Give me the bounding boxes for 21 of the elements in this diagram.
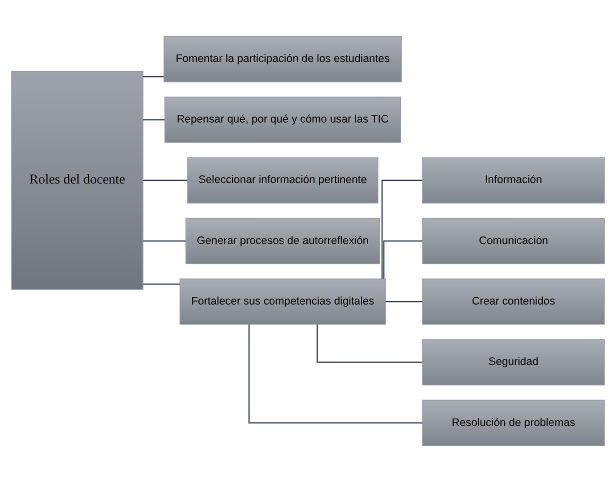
connector (143, 118, 165, 120)
connector (143, 179, 188, 180)
connector (143, 240, 186, 242)
connector (143, 75, 164, 77)
connector (386, 300, 422, 302)
node-box: Roles del docente (11, 70, 144, 290)
node-box: Crear contenidos (422, 278, 605, 324)
connector (381, 179, 422, 278)
node-box: Repensar qué, por qué y cómo usar las TIC (164, 96, 402, 142)
connector (383, 240, 422, 278)
connector (248, 324, 422, 424)
node-box: Resolución de problemas (422, 399, 605, 446)
node-box: Comunicación (422, 217, 605, 264)
node-box: Generar procesos de autorreflexión (185, 217, 380, 264)
connector (143, 283, 180, 284)
connector (316, 324, 422, 362)
node-box: Fortalecer sus competencias digitales (180, 278, 386, 324)
node-box: Seleccionar información pertinente (187, 156, 378, 204)
node-box: Fomentar la participación de los estudiantes (164, 35, 402, 82)
node-box: Seguridad (422, 338, 605, 385)
node-box: Información (422, 156, 605, 204)
